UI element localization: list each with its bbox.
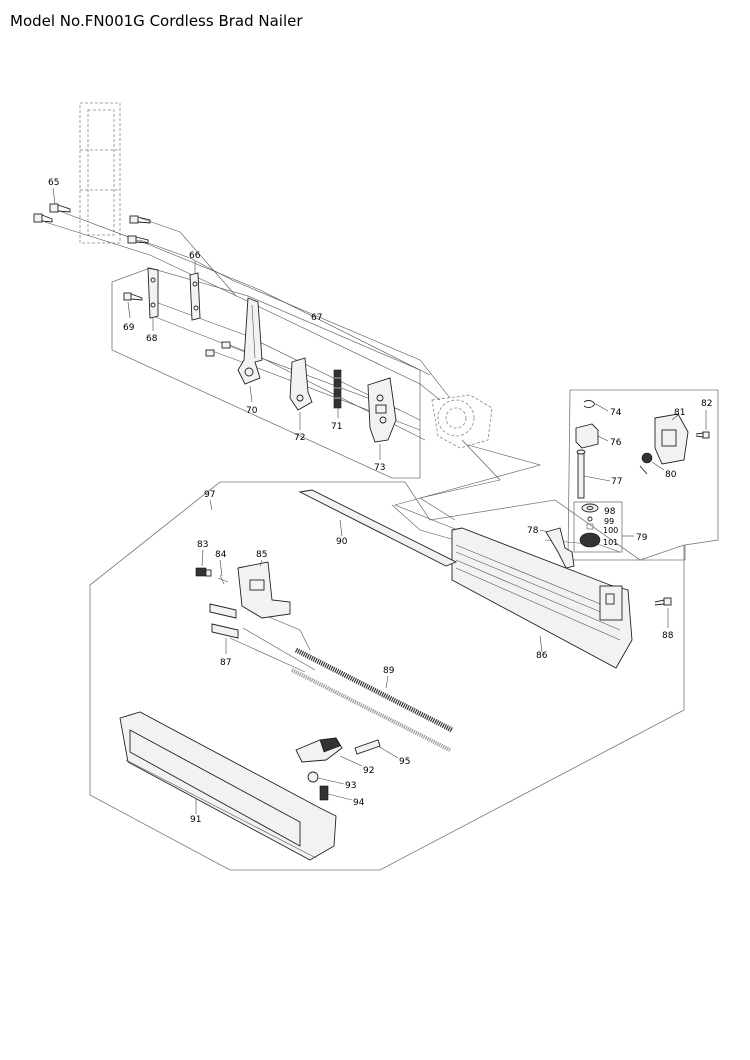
plate-85-icon [237,561,291,619]
label-93: 93 [345,781,356,791]
label-81: 81 [674,408,685,418]
label-90: 90 [336,537,348,547]
page-title: Model No.FN001G Cordless Brad Nailer [10,12,303,30]
label-88: 88 [662,631,674,641]
leader-lines [52,187,707,814]
label-67: 67 [311,313,322,323]
bracket-73-icon [367,377,397,443]
label-91: 91 [190,815,201,825]
label-94: 94 [353,798,365,808]
label-101: 101 [603,538,618,547]
label-84: 84 [215,550,227,560]
spring-80-icon [639,452,653,475]
plate-66-icon [189,272,201,321]
clip-74-icon [583,399,596,409]
magazine-86-icon [451,527,633,669]
housing-outline [79,102,493,449]
label-69: 69 [123,323,135,333]
label-66: 66 [189,251,201,261]
spring-71-icon [333,369,342,409]
label-73: 73 [374,463,385,473]
label-78: 78 [527,526,539,536]
latch-83-icon [195,567,212,577]
label-76: 76 [610,438,622,448]
label-72: 72 [294,433,305,443]
ball-99-icon [587,516,593,522]
group-frame-79 [573,501,623,553]
label-80: 80 [665,470,677,480]
spring-84-icon [217,574,229,585]
label-77: 77 [611,477,622,487]
magazine-body-91-icon [119,711,337,861]
screw-65-icon [33,203,151,244]
cover-81-icon [654,413,689,465]
label-83: 83 [197,540,208,550]
block-76-icon [575,423,599,449]
label-65: 65 [48,178,59,188]
label-71: 71 [331,422,342,432]
label-97: 97 [204,490,215,500]
pin-77-icon [576,449,586,499]
label-82: 82 [701,399,712,409]
label-89: 89 [383,666,395,676]
lever-72-icon [289,357,313,411]
washer-98-icon [581,503,599,513]
screw-69-icon [123,292,143,301]
label-85: 85 [256,550,267,560]
group-frame-67 [111,267,421,479]
washer-93-icon [307,771,319,783]
knob-101-icon [579,532,601,548]
label-79: 79 [636,533,648,543]
pin-87-icon [209,603,239,639]
label-74: 74 [610,408,622,418]
label-98: 98 [604,507,616,517]
group-frame-97 [89,481,685,871]
spring-100-icon [586,523,594,530]
label-100: 100 [603,526,618,535]
label-70: 70 [246,406,258,416]
label-99: 99 [604,517,614,526]
driver-70-icon [205,297,263,385]
spring-94-icon [319,785,329,801]
bracket-78-icon [545,527,575,569]
screw-88-icon [654,597,672,606]
spring-89-icon [291,647,454,752]
label-95: 95 [399,757,410,767]
part-labels: 65 66 67 68 69 70 71 72 73 74 76 77 78 7… [48,178,712,825]
label-68: 68 [146,334,158,344]
label-86: 86 [536,651,548,661]
pusher-92-icon [295,737,343,763]
label-87: 87 [220,658,231,668]
plate-68-icon [147,267,159,319]
strip-90-icon [298,489,458,567]
label-92: 92 [363,766,374,776]
pin-95-icon [354,739,381,755]
screw-82-icon [695,431,710,439]
